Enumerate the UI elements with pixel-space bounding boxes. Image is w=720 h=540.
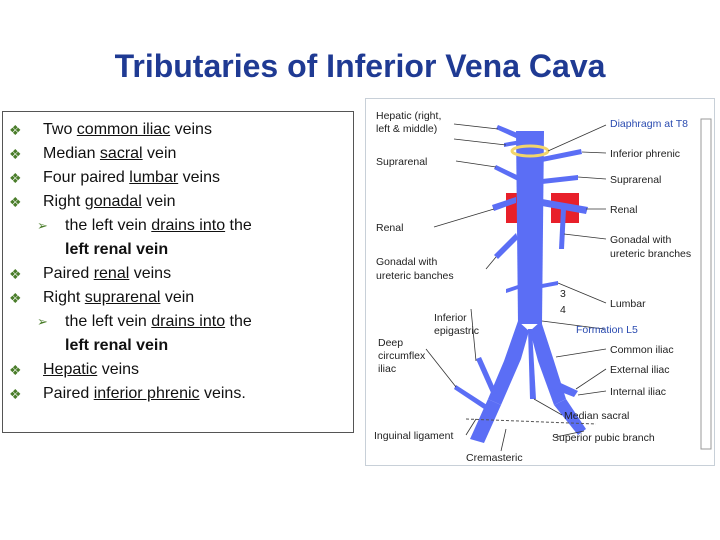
label-diaphragm: Diaphragm at T8 <box>610 118 688 130</box>
right-common-iliac-vein <box>488 321 529 405</box>
slide-title: Tributaries of Inferior Vena Cava <box>114 48 606 84</box>
label-renal-right: Renal <box>610 204 637 216</box>
label-external-iliac: External iliac <box>610 364 670 376</box>
label-hepatic-1: Hepatic (right, <box>376 110 441 122</box>
label-median-sacral: Median sacral <box>564 410 629 422</box>
bullet-hepatic: ❖ Hepatic veins <box>3 358 353 382</box>
label-lumbar: Lumbar <box>610 298 646 310</box>
label-lumbar-3: 3 <box>560 288 566 300</box>
diamond-bullet-icon: ❖ <box>9 122 22 138</box>
diamond-bullet-icon: ❖ <box>9 290 22 306</box>
label-deep-circumflex-1: Deep <box>378 337 403 349</box>
left-external-iliac-vein <box>554 399 586 435</box>
diamond-bullet-icon: ❖ <box>9 386 22 402</box>
right-suprarenal-vein <box>494 165 519 181</box>
bullet-inferior-phrenic: ❖ Paired inferior phrenic veins. <box>3 382 353 406</box>
leader-lines-left <box>425 123 507 452</box>
left-labels: Hepatic (right, left & middle) Suprarena… <box>374 110 523 464</box>
hepatic-vein-middle <box>504 140 521 147</box>
sub-bullet-suprarenal-left-cont: left renal vein <box>65 337 169 354</box>
label-renal-left: Renal <box>376 222 403 234</box>
inferior-phrenic-vein <box>542 149 582 162</box>
bullet-list: ❖Two common iliac veins ❖Median sacral v… <box>3 112 353 406</box>
leader-lines-right <box>533 124 607 438</box>
arrow-bullet-icon: ➢ <box>37 314 48 329</box>
label-internal-iliac: Internal iliac <box>610 386 666 398</box>
bullet-gonadal: ❖ Right gonadal vein <box>3 190 353 214</box>
label-gonadal-right-2: ureteric branches <box>610 248 691 260</box>
hepatic-vein-right <box>496 125 520 139</box>
diamond-bullet-icon: ❖ <box>9 194 22 210</box>
left-suprarenal-vein <box>542 175 578 184</box>
label-gonadal-right-1: Gonadal with <box>610 234 671 246</box>
label-cremasteric: Cremasteric <box>466 452 523 464</box>
sub-bullet-gonadal-left-cont: left renal vein <box>65 241 169 258</box>
lumbar-vein-right <box>506 285 518 293</box>
arrow-bullet-icon: ➢ <box>37 218 48 233</box>
label-gonadal-left-1: Gonadal with <box>376 256 437 268</box>
ivc-diagram-svg: Hepatic (right, left & middle) Suprarena… <box>374 110 712 464</box>
bullet-median-sacral: ❖Median sacral vein <box>3 142 353 166</box>
right-gonadal-vein <box>494 233 518 259</box>
deep-circumflex-iliac-vein <box>454 385 487 409</box>
bullet-common-iliac: ❖Two common iliac veins <box>3 118 353 142</box>
label-hepatic-2: left & middle) <box>376 123 437 135</box>
label-superior-pubic: Superior pubic branch <box>552 432 655 444</box>
left-gonadal-vein <box>559 209 566 249</box>
label-inguinal-ligament: Inguinal ligament <box>374 430 453 442</box>
bullet-lumbar: ❖ Four paired lumbar veins <box>3 166 353 190</box>
median-sacral-vein <box>528 329 536 399</box>
label-inferior-epigastric-2: epigastric <box>434 325 479 337</box>
bullet-text-box: ❖Two common iliac veins ❖Median sacral v… <box>2 111 354 433</box>
diamond-bullet-icon: ❖ <box>9 170 22 186</box>
label-common-iliac: Common iliac <box>610 344 674 356</box>
inguinal-ligament-line <box>465 418 597 425</box>
inferior-epigastric-vein <box>476 357 497 395</box>
label-inferior-phrenic: Inferior phrenic <box>610 148 680 160</box>
diamond-bullet-icon: ❖ <box>9 266 22 282</box>
label-suprarenal-left: Suprarenal <box>376 156 427 168</box>
right-renal-vein <box>492 197 516 211</box>
ivc-diagram: Hepatic (right, left & middle) Suprarena… <box>365 98 715 466</box>
bullet-suprarenal: ❖ Right suprarenal vein <box>3 286 353 310</box>
diamond-bullet-icon: ❖ <box>9 146 22 162</box>
sub-bullet-gonadal-left: ➢the left vein drains into the <box>3 214 353 238</box>
label-formation: Formation L5 <box>576 324 638 336</box>
label-suprarenal-right: Suprarenal <box>610 174 661 186</box>
diamond-bullet-icon: ❖ <box>9 362 22 378</box>
label-inferior-epigastric-1: Inferior <box>434 312 467 324</box>
bullet-renal: ❖ Paired renal veins <box>3 262 353 286</box>
lumbar-vein-left <box>542 281 558 288</box>
right-external-iliac-vein <box>470 399 501 443</box>
label-deep-circumflex-3: iliac <box>378 363 396 375</box>
internal-iliac-vein <box>548 379 578 397</box>
sub-bullet-suprarenal-left: ➢the left vein drains into the <box>3 310 353 334</box>
label-lumbar-4: 4 <box>560 304 566 316</box>
label-gonadal-left-2: ureteric banches <box>376 270 454 282</box>
frame-edge <box>700 118 712 450</box>
label-deep-circumflex-2: circumflex <box>378 350 426 362</box>
left-renal-vein <box>542 199 588 214</box>
ivc-trunk <box>516 131 544 324</box>
right-labels: Diaphragm at T8 Inferior phrenic Suprare… <box>552 118 691 444</box>
